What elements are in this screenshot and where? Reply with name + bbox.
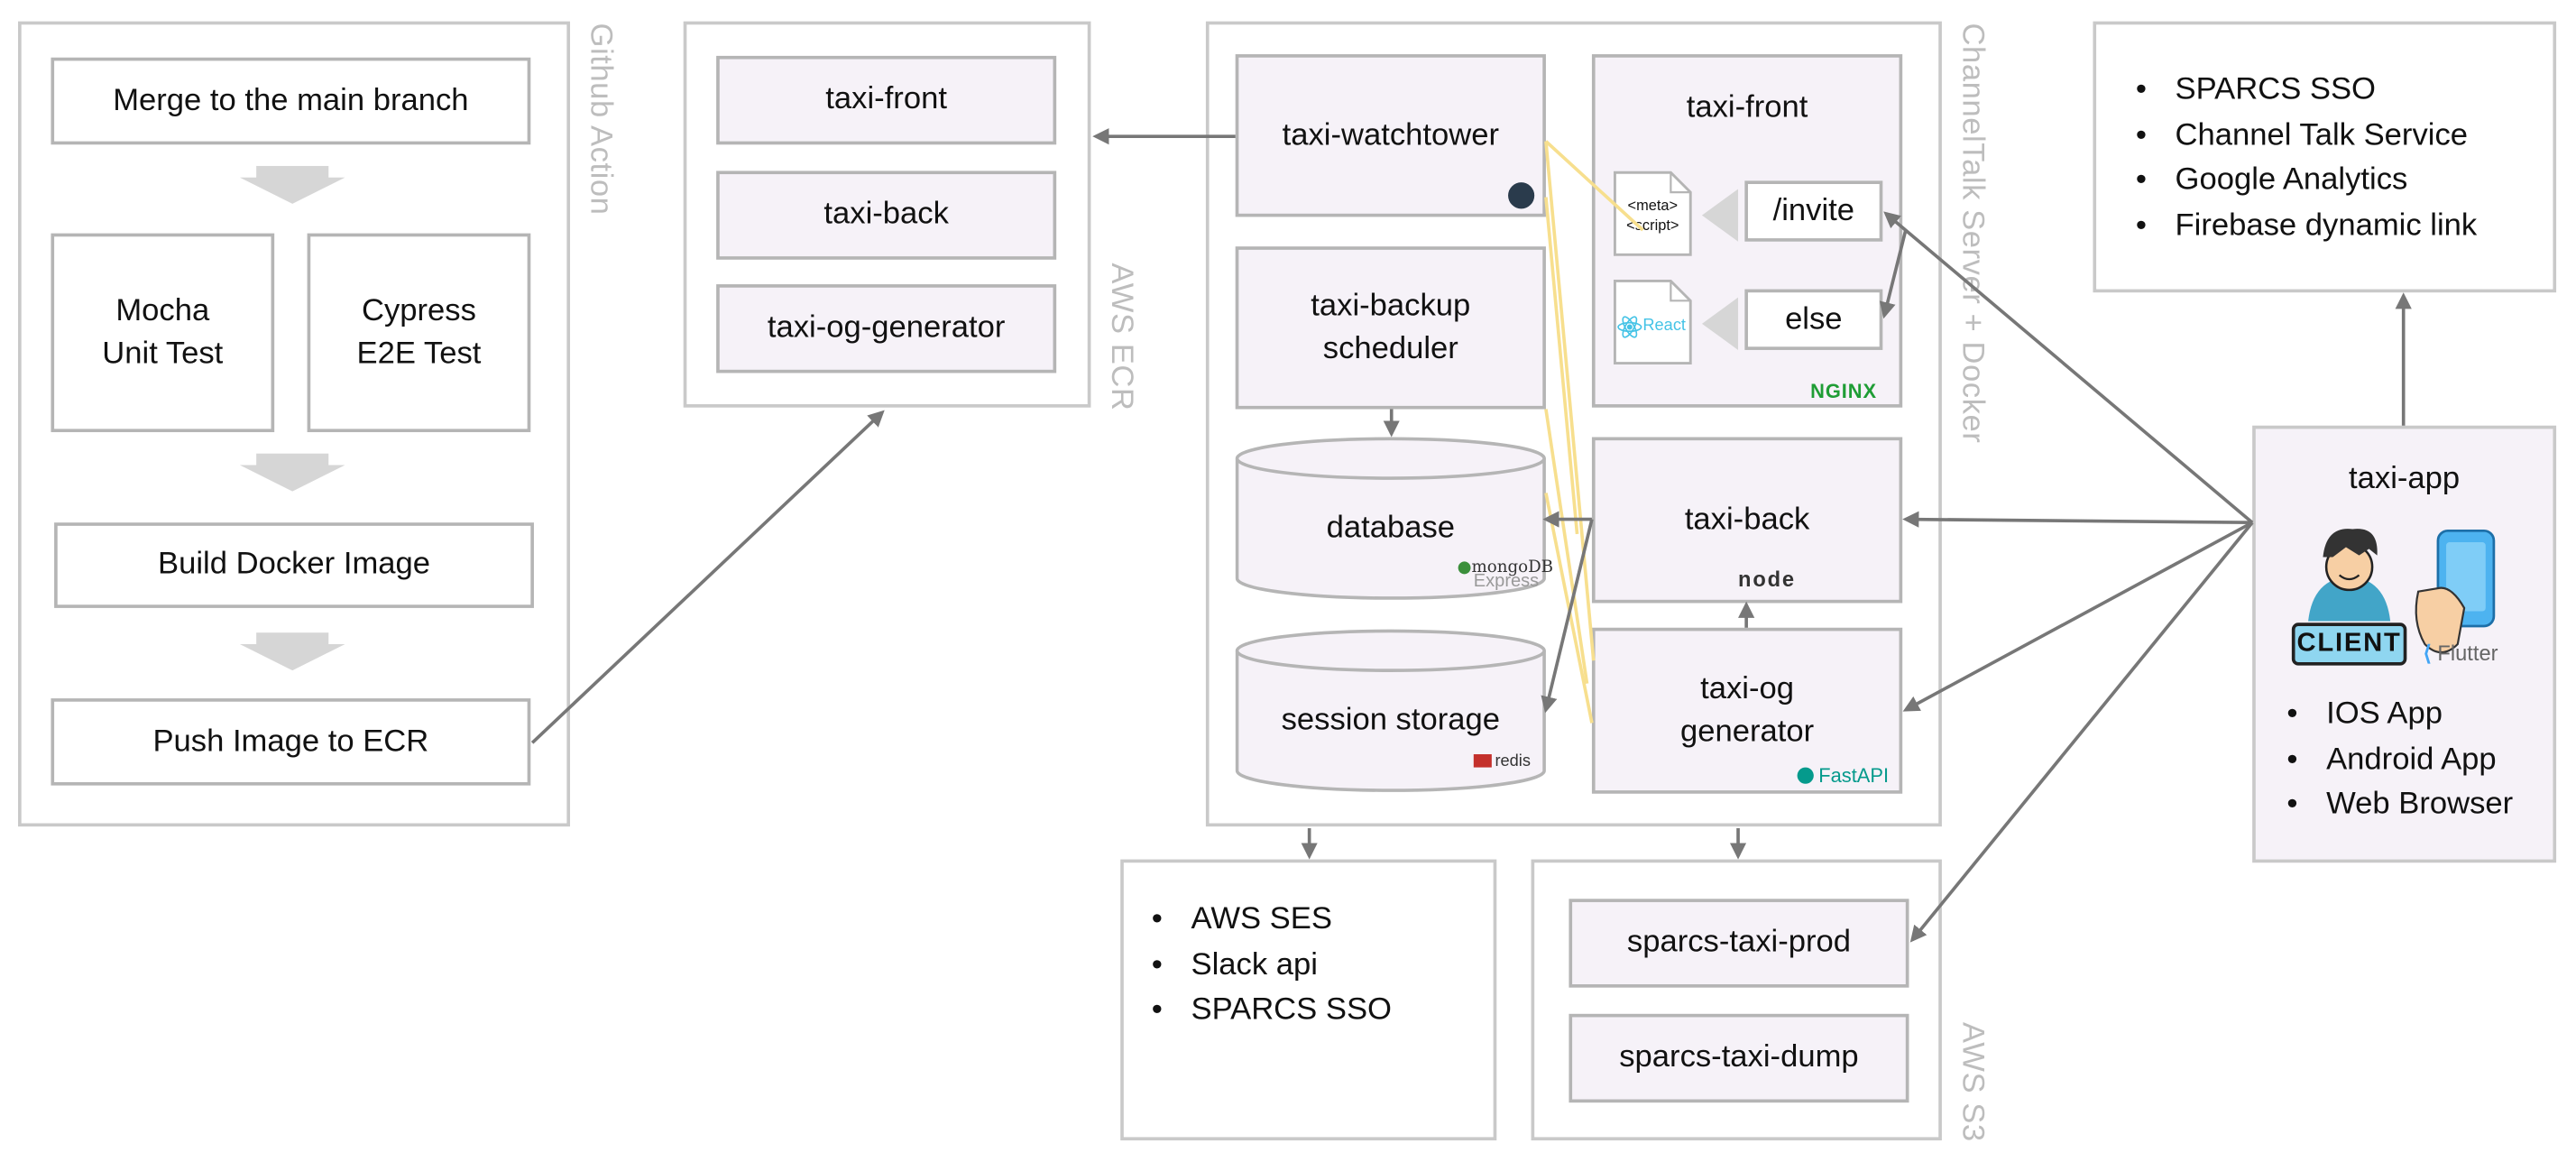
meta-script-doc-icon: <meta> <script>: [1613, 171, 1692, 256]
s3-taxi-dump: sparcs-taxi-dump: [1569, 1013, 1909, 1103]
merge-step: Merge to the main branch: [51, 57, 531, 145]
invite-route: /invite: [1744, 180, 1883, 242]
aws-s3-label: AWS S3: [1955, 1021, 1990, 1142]
client-badge: CLIENT: [2291, 622, 2407, 666]
app-platform-item: Web Browser: [2284, 782, 2513, 827]
database-label: database: [1326, 511, 1456, 546]
service-item: AWS SES: [1148, 897, 1392, 942]
service-item: Slack api: [1148, 943, 1392, 988]
external-item: Firebase dynamic link: [2132, 203, 2477, 248]
aws-ecr-label: AWS ECR: [1103, 263, 1139, 411]
external-item: Google Analytics: [2132, 158, 2477, 203]
taxi-backup-scheduler: taxi-backup scheduler: [1235, 246, 1546, 410]
taxi-app-title: taxi-app: [2349, 461, 2461, 497]
server-taxi-front-title: taxi-front: [1686, 90, 1808, 125]
service-item: SPARCS SSO: [1148, 988, 1392, 1033]
app-platform-item: Android App: [2284, 737, 2513, 782]
taxi-watchtower: taxi-watchtower: [1235, 54, 1546, 217]
session-storage-cylinder: session storage: [1235, 628, 1546, 794]
external-services-list: SPARCS SSO Channel Talk Service Google A…: [2132, 68, 2477, 248]
watchtower-logo-icon: [1508, 182, 1535, 209]
app-platform-item: IOS App: [2284, 692, 2513, 737]
app-platform-list: IOS App Android App Web Browser: [2284, 692, 2513, 827]
cypress-test-step: Cypress E2E Test: [307, 233, 531, 433]
mocha-test-step: Mocha Unit Test: [51, 233, 275, 433]
meta-script-text: <meta> <script>: [1626, 197, 1679, 234]
database-cylinder: database: [1235, 436, 1546, 602]
server-label: ChannelTalk Server + Docker: [1955, 23, 1990, 444]
s3-taxi-prod: sparcs-taxi-prod: [1569, 899, 1909, 988]
services-list: AWS SES Slack api SPARCS SSO: [1148, 897, 1392, 1032]
push-ecr-step: Push Image to ECR: [51, 698, 531, 786]
node-logo-icon: node: [1738, 567, 1796, 592]
express-logo-icon: Express: [1473, 571, 1540, 592]
flutter-logo-icon: ⟨ Flutter: [2423, 641, 2498, 666]
redis-logo-icon: redis: [1473, 752, 1531, 770]
build-docker-step: Build Docker Image: [54, 522, 534, 608]
ecr-taxi-front: taxi-front: [716, 55, 1057, 145]
ecr-taxi-back: taxi-back: [716, 171, 1057, 260]
session-storage-label: session storage: [1281, 703, 1500, 738]
react-text: React: [1642, 317, 1686, 336]
external-item: Channel Talk Service: [2132, 113, 2477, 158]
else-route: else: [1744, 289, 1883, 350]
mongodb-logo-icon: ●mongoDB: [1457, 558, 1554, 577]
fastapi-logo-icon: FastAPI: [1797, 764, 1889, 787]
external-item: SPARCS SSO: [2132, 68, 2477, 113]
ecr-taxi-og-generator: taxi-og-generator: [716, 284, 1057, 374]
github-action-label: Github Action: [583, 23, 618, 216]
server-taxi-og-generator: taxi-og generator: [1591, 627, 1903, 794]
react-doc-icon: React: [1613, 280, 1692, 365]
nginx-logo-icon: NGINX: [1810, 379, 1877, 403]
